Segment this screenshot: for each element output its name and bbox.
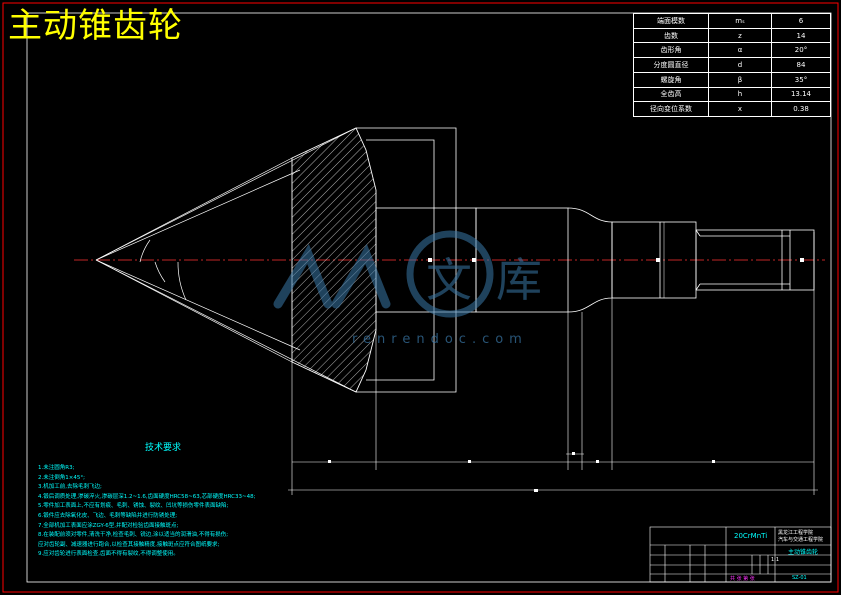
param-name: 螺旋角 [633, 71, 709, 88]
center-markers [428, 258, 804, 262]
watermark-text: 文 [426, 253, 472, 307]
param-name: 齿数 [633, 27, 709, 44]
param-name: 端面模数 [633, 13, 709, 29]
watermark-url: renrendoc.com [352, 332, 528, 347]
material-label: 20CrMnTi [734, 532, 768, 540]
param-value: 14 [771, 27, 831, 44]
param-symbol: mₛ [708, 13, 772, 29]
param-value: 20° [771, 42, 831, 59]
tech-requirement-item: 5.零件加工表面上,不应有划痕、毛刺、锈蚀、裂纹、凹坑等损伤零件表面缺陷; [38, 503, 229, 510]
param-value: 35° [771, 71, 831, 88]
drawing-title: 主动锥齿轮 [8, 6, 183, 46]
scale-label: 1:1 [771, 557, 780, 563]
tech-requirements-title: 技术要求 [145, 443, 182, 453]
tech-requirement-item: 3.机加工前,去除毛刺飞边; [38, 484, 102, 491]
param-name: 分度圆直径 [633, 57, 709, 73]
tech-requirement-item: 9.应对齿轮进行表面检查,齿面不得有裂纹,不得调整使用。 [38, 551, 179, 558]
param-value: 0.38 [771, 101, 831, 117]
inner-frame [26, 12, 832, 583]
tech-requirement-item: 7.全部机加工表面应涂ZGY-6型,并配对检验齿面接触斑点; [38, 522, 179, 529]
tech-requirements-list: 1.未注圆角R3; 2.未注倒角1×45°; 3.机加工前,去除毛刺飞边; 4.锻后调… [38, 464, 338, 560]
param-symbol: x [708, 101, 772, 117]
param-value: 6 [771, 13, 831, 29]
param-symbol: h [708, 86, 772, 103]
param-value: 84 [771, 57, 831, 73]
tech-requirement-item: 6.锻件应去除氧化皮、飞边、毛刺等缺陷并进行防锈处理; [38, 512, 178, 519]
tech-requirement-item: 1.未注圆角R3; [38, 465, 75, 471]
tech-requirement-item: 4.锻后调质处理,渗碳淬火,渗碳层深1.2~1.6,齿面硬度HRC58~63,芯… [38, 493, 256, 500]
param-name: 径向变位系数 [633, 101, 709, 117]
dimension-lines [288, 288, 818, 495]
gear-head-outline [356, 127, 457, 393]
param-symbol: β [708, 71, 772, 88]
param-name: 全齿高 [633, 86, 709, 103]
tech-requirement-item: 8.在装配前须对零件,清洗干净,检查毛刺、锐边,涂以适当的润滑油,不得有损伤; [38, 532, 229, 539]
param-value: 13.14 [771, 86, 831, 103]
title-block [649, 526, 832, 583]
part-name-label: 主动锥齿轮 [788, 549, 819, 556]
school-label: 黑龙江工程学院 [778, 530, 814, 536]
param-name: 齿形角 [633, 42, 709, 59]
dimension-ticks [328, 452, 715, 492]
param-symbol: z [708, 27, 772, 44]
watermark-logo: 文 库 [273, 230, 542, 318]
tech-requirement-item: 2.未注倒角1×45°; [38, 474, 85, 481]
sheet-info-label: 共 张 第 张 [730, 576, 755, 582]
param-symbol: α [708, 42, 772, 59]
param-symbol: d [708, 57, 772, 73]
dept-label: 汽车与交通工程学院 [778, 537, 824, 543]
tech-requirement-item: 应对齿轮副、减速器进行跑合,以检查其接触精度,接触斑点应符合图纸要求; [38, 541, 220, 548]
drawing-number: SZ-01 [792, 575, 807, 581]
svg-text:库: 库 [496, 253, 542, 307]
